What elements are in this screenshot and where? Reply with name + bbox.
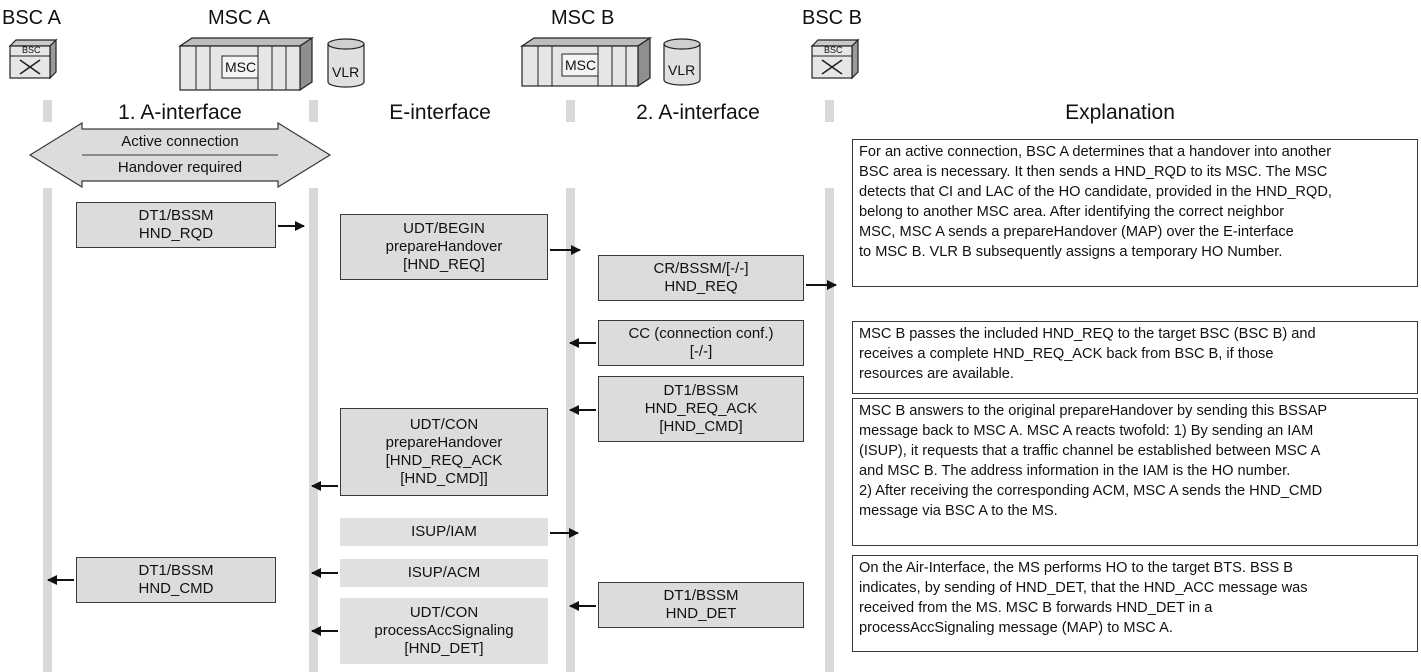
explanation-heading: Explanation	[1065, 101, 1175, 124]
active-connection-line1: Active connection	[121, 133, 239, 150]
msc-a-box-label: MSC	[225, 59, 257, 75]
explanation-line: and MSC B. The address information in th…	[859, 463, 1291, 479]
msc-a-icon	[178, 36, 365, 92]
msg-line: [-/-]	[689, 343, 713, 360]
explanation-line: message back to MSC A. MSC A reacts twof…	[859, 423, 1314, 439]
msg-line: CR/BSSM/[-/-]	[653, 260, 749, 277]
explanation-box-1: For an active connection, BSC A determin…	[852, 139, 1418, 287]
msg-line: [HND_REQ]	[403, 256, 485, 273]
msg-dt1-hnd-rqd: DT1/BSSM HND_RQD	[76, 202, 276, 248]
msg-line: [HND_REQ_ACK	[385, 452, 503, 469]
node-label-bsc-b: BSC B	[802, 7, 863, 29]
explanation-box-4: On the Air-Interface, the MS performs HO…	[852, 555, 1418, 652]
explanation-line: processAccSignaling message (MAP) to MSC…	[859, 620, 1173, 636]
explanation-line: resources are available.	[859, 366, 1014, 382]
msg-line: DT1/BSSM	[138, 207, 214, 224]
active-connection-label: Active connection Handover required	[82, 128, 278, 182]
msg-line: UDT/CON	[409, 416, 479, 433]
msg-line: [HND_CMD]]	[400, 470, 488, 487]
msg-line: HND_REQ_ACK	[644, 400, 758, 417]
node-label-msc-b: MSC B	[551, 7, 615, 29]
bsc-b-box-label: BSC	[824, 45, 843, 55]
explanation-line: message via BSC A to the MS.	[859, 503, 1058, 519]
msg-line: prepareHandover	[385, 434, 503, 451]
bsc-a-icon	[8, 38, 58, 80]
explanation-line: (ISUP), it requests that a traffic chann…	[859, 443, 1321, 459]
explanation-line: detects that CI and LAC of the HO candid…	[859, 184, 1332, 200]
interface-a1-label: 1. A-interface	[118, 101, 242, 124]
interface-e-label: E-interface	[389, 101, 491, 124]
explanation-line: MSC, MSC A sends a prepareHandover (MAP)…	[859, 224, 1294, 240]
msg-dt1-hnd-det: DT1/BSSM HND_DET	[598, 582, 804, 628]
vlr-b-label: VLR	[668, 62, 696, 78]
msg-line: DT1/BSSM	[663, 382, 739, 399]
msg-line: DT1/BSSM	[138, 562, 214, 579]
msc-b-icon	[520, 36, 701, 88]
bsc-a-box-label: BSC	[22, 45, 41, 55]
msg-line: [HND_DET]	[404, 640, 484, 657]
explanation-line: to MSC B. VLR B subsequently assigns a t…	[859, 244, 1283, 260]
explanation-line: On the Air-Interface, the MS performs HO…	[859, 560, 1293, 576]
lane-bsc-a	[43, 188, 52, 672]
msg-line: processAccSignaling	[374, 622, 514, 639]
explanation-line: BSC area is necessary. It then sends a H…	[859, 164, 1328, 180]
msg-isup-iam: ISUP/IAM	[340, 518, 548, 546]
msg-line: HND_REQ	[664, 278, 738, 295]
explanation-line: MSC B answers to the original prepareHan…	[859, 403, 1328, 419]
msg-line: ISUP/IAM	[411, 523, 477, 540]
lane-msc-a-top	[309, 100, 318, 122]
lane-msc-a	[309, 188, 318, 672]
explanation-line: For an active connection, BSC A determin…	[859, 144, 1332, 160]
msg-line: DT1/BSSM	[663, 587, 739, 604]
msg-udt-begin-prepare-handover: UDT/BEGIN prepareHandover [HND_REQ]	[340, 214, 548, 280]
explanation-box-2: MSC B passes the included HND_REQ to the…	[852, 321, 1418, 394]
node-label-msc-a: MSC A	[208, 7, 271, 29]
msg-udt-con-prepare-handover: UDT/CON prepareHandover [HND_REQ_ACK [HN…	[340, 408, 548, 496]
msg-line: CC (connection conf.)	[628, 325, 774, 342]
msg-line: UDT/CON	[409, 604, 479, 621]
msg-cc-connection-conf: CC (connection conf.) [-/-]	[598, 320, 804, 366]
bsc-b-icon	[810, 38, 860, 80]
msc-b-box-label: MSC	[565, 57, 597, 73]
explanation-line: receives a complete HND_REQ_ACK back fro…	[859, 346, 1274, 362]
interface-a2-label: 2. A-interface	[636, 101, 760, 124]
msg-line: UDT/BEGIN	[403, 220, 485, 237]
msg-cr-bssm-hnd-req: CR/BSSM/[-/-] HND_REQ	[598, 255, 804, 301]
msg-line: HND_DET	[665, 605, 737, 622]
msg-line: HND_RQD	[138, 225, 214, 242]
lane-msc-b	[566, 188, 575, 672]
active-connection-line2: Handover required	[117, 159, 243, 176]
lane-bsc-b-top	[825, 100, 834, 122]
explanation-line: MSC B passes the included HND_REQ to the…	[859, 326, 1316, 342]
explanation-line: received from the MS. MSC B forwards HND…	[859, 600, 1213, 616]
lane-bsc-b	[825, 188, 834, 672]
msg-line: prepareHandover	[385, 238, 503, 255]
msg-dt1-hnd-req-ack: DT1/BSSM HND_REQ_ACK [HND_CMD]	[598, 376, 804, 442]
msg-udt-con-process-acc-signaling: UDT/CON processAccSignaling [HND_DET]	[340, 598, 548, 664]
msg-line: HND_CMD	[138, 580, 214, 597]
msg-line: ISUP/ACM	[407, 564, 481, 581]
msg-dt1-hnd-cmd: DT1/BSSM HND_CMD	[76, 557, 276, 603]
explanation-line: belong to another MSC area. After identi…	[859, 204, 1285, 220]
lane-msc-b-top	[566, 100, 575, 122]
explanation-box-3: MSC B answers to the original prepareHan…	[852, 398, 1418, 546]
explanation-line: 2) After receiving the corresponding ACM…	[859, 483, 1323, 499]
explanation-line: indicates, by sending of HND_DET, that t…	[859, 580, 1308, 596]
node-label-bsc-a: BSC A	[2, 7, 61, 29]
msg-isup-acm: ISUP/ACM	[340, 559, 548, 587]
msg-line: [HND_CMD]	[659, 418, 743, 435]
lane-bsc-a-top	[43, 100, 52, 122]
vlr-a-label: VLR	[332, 64, 360, 80]
